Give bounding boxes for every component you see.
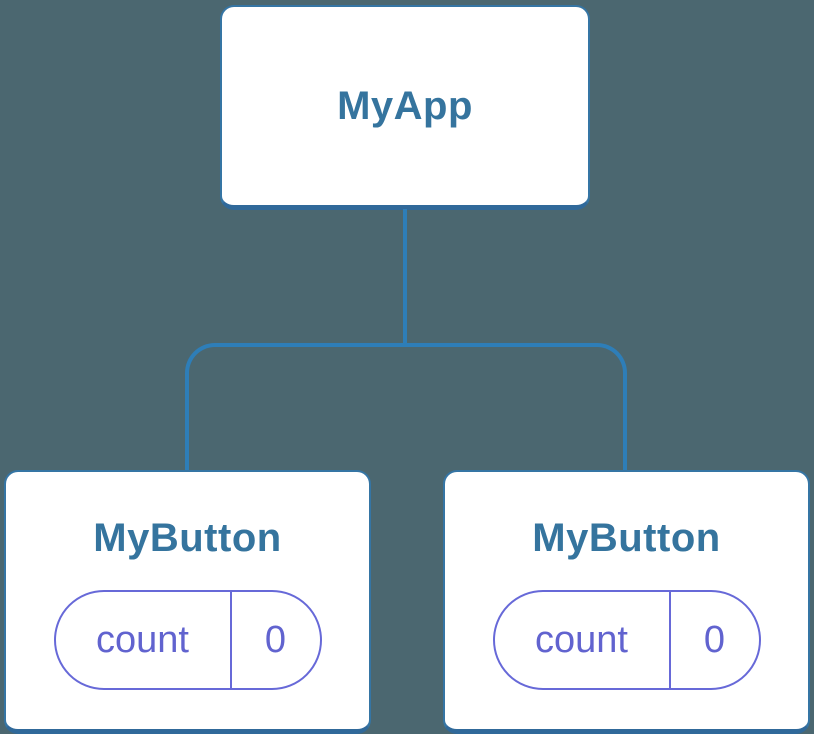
root-node-label: MyApp [337,84,473,128]
tree-node-child-left: MyButton count 0 [4,470,371,734]
state-value: 0 [703,619,726,661]
connector-branch-lines [185,343,627,470]
state-pill: count 0 [492,590,761,690]
tree-node-root: MyApp [220,5,590,210]
state-value-cell: 0 [232,592,320,688]
state-key-cell: count [56,592,232,688]
state-key-label: count [96,619,189,661]
child-node-label: MyButton [93,516,282,560]
child-node-label: MyButton [532,516,721,560]
state-key-cell: count [495,592,671,688]
state-value: 0 [264,619,287,661]
state-key-label: count [535,619,628,661]
connector-trunk-line [403,209,407,345]
tree-node-child-right: MyButton count 0 [443,470,810,734]
state-pill: count 0 [53,590,322,690]
state-value-cell: 0 [671,592,759,688]
